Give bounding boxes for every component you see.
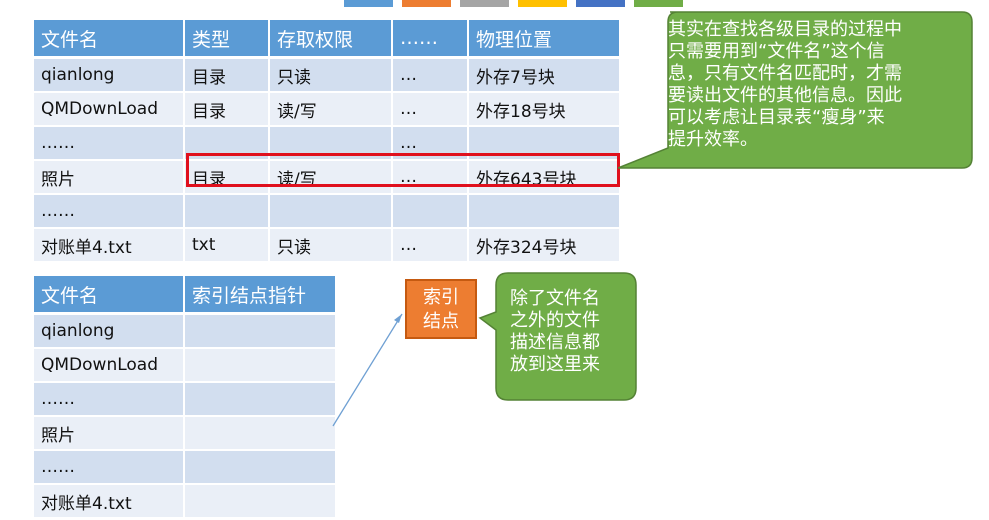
col-header-filename: 文件名 xyxy=(34,20,185,59)
table-row: …… xyxy=(34,194,621,229)
col-header-index-pointer: 索引结点指针 xyxy=(184,276,337,315)
highlight-box xyxy=(186,153,620,187)
cell-filename: …… xyxy=(34,382,185,417)
slim-directory-table: 文件名 索引结点指针 qianlong QMDownLoad …… 照片 …… … xyxy=(34,276,337,519)
cell-type: 目录 xyxy=(184,92,270,127)
col-header-filename: 文件名 xyxy=(34,276,185,315)
index-node-label: 索引 xyxy=(423,287,459,308)
table-header-row: 文件名 类型 存取权限 …… 物理位置 xyxy=(34,20,621,59)
callout-line: 描述信息都 xyxy=(510,332,600,353)
col-header-location: 物理位置 xyxy=(468,20,621,59)
cell-permission xyxy=(269,194,393,229)
color-swatch-gold xyxy=(518,0,567,7)
cell-permission: 读/写 xyxy=(269,92,393,127)
color-swatch-gray xyxy=(460,0,509,7)
col-header-type: 类型 xyxy=(184,20,270,59)
index-node-label: 结点 xyxy=(423,311,459,332)
cell-permission: 只读 xyxy=(269,228,393,263)
cell-location xyxy=(468,194,621,229)
cell-filename: 对账单4.txt xyxy=(34,228,185,263)
callout-line: 之外的文件 xyxy=(510,310,600,331)
color-swatch-darkblue xyxy=(576,0,625,7)
cell-filename: qianlong xyxy=(34,313,185,349)
callout-line: 只需要用到“文件名”这个信 xyxy=(668,41,885,62)
callout-line: 除了文件名 xyxy=(510,288,600,309)
col-header-ellipsis: …… xyxy=(392,20,469,59)
cell-index-pointer xyxy=(184,382,337,417)
table-row: QMDownLoad 目录 读/写 … 外存18号块 xyxy=(34,92,621,127)
cell-ellipsis: … xyxy=(392,228,469,263)
col-header-permission: 存取权限 xyxy=(269,20,393,59)
callout-text-bottom: 除了文件名 之外的文件 描述信息都 放到这里来 xyxy=(510,288,620,376)
cell-ellipsis: … xyxy=(392,92,469,127)
callout-line: 要读出文件的其他信息。因此 xyxy=(668,85,902,106)
cell-permission: 读/写 xyxy=(269,160,393,195)
callout-bubble-bottom xyxy=(478,272,637,401)
table-row: 照片 xyxy=(34,416,337,451)
table-row: 对账单4.txt xyxy=(34,484,337,519)
color-swatch-blue xyxy=(344,0,393,7)
table-row: …… xyxy=(34,382,337,417)
callout-text-top: 其实在查找各级目录的过程中 只需要用到“文件名”这个信 息，只有文件名匹配时，才… xyxy=(668,19,940,151)
cell-filename: 照片 xyxy=(34,416,185,451)
color-swatch-orange xyxy=(402,0,451,7)
color-swatch-green xyxy=(634,0,683,7)
cell-filename: …… xyxy=(34,126,185,161)
cell-permission: 只读 xyxy=(269,57,393,93)
cell-filename: …… xyxy=(34,194,185,229)
index-node-box: 索引 结点 xyxy=(405,279,477,339)
cell-ellipsis: … xyxy=(392,160,469,195)
cell-filename: …… xyxy=(34,450,185,485)
table-row: 对账单4.txt txt 只读 … 外存324号块 xyxy=(34,228,621,263)
cell-index-pointer xyxy=(184,484,337,519)
cell-ellipsis: … xyxy=(392,57,469,93)
cell-index-pointer xyxy=(184,348,337,383)
cell-index-pointer xyxy=(184,313,337,349)
connector-line xyxy=(332,313,403,427)
table-row: QMDownLoad xyxy=(34,348,337,383)
cell-filename: QMDownLoad xyxy=(34,348,185,383)
cell-index-pointer xyxy=(184,416,337,451)
cell-filename: 对账单4.txt xyxy=(34,484,185,519)
cell-filename: 照片 xyxy=(34,160,185,195)
color-strip xyxy=(344,0,683,7)
cell-type: 目录 xyxy=(184,160,270,195)
callout-bubble-top xyxy=(617,11,973,169)
table-header-row: 文件名 索引结点指针 xyxy=(34,276,337,315)
table-row: …… xyxy=(34,450,337,485)
callout-line: 可以考虑让目录表“瘦身”来 xyxy=(668,107,885,128)
cell-filename: QMDownLoad xyxy=(34,92,185,127)
cell-type: txt xyxy=(184,228,270,263)
callout-line: 提升效率。 xyxy=(668,129,758,150)
callout-line: 放到这里来 xyxy=(510,354,600,375)
cell-type xyxy=(184,194,270,229)
connector-arrowhead xyxy=(394,314,402,323)
callout-line: 其实在查找各级目录的过程中 xyxy=(668,19,902,40)
table-row: qianlong 目录 只读 … 外存7号块 xyxy=(34,57,621,93)
cell-type: 目录 xyxy=(184,57,270,93)
table-row: qianlong xyxy=(34,313,337,349)
cell-ellipsis xyxy=(392,194,469,229)
callout-line: 息，只有文件名匹配时，才需 xyxy=(668,63,902,84)
cell-location: 外存7号块 xyxy=(468,57,621,93)
cell-location: 外存18号块 xyxy=(468,92,621,127)
cell-location: 外存324号块 xyxy=(468,228,621,263)
cell-index-pointer xyxy=(184,450,337,485)
cell-filename: qianlong xyxy=(34,57,185,93)
